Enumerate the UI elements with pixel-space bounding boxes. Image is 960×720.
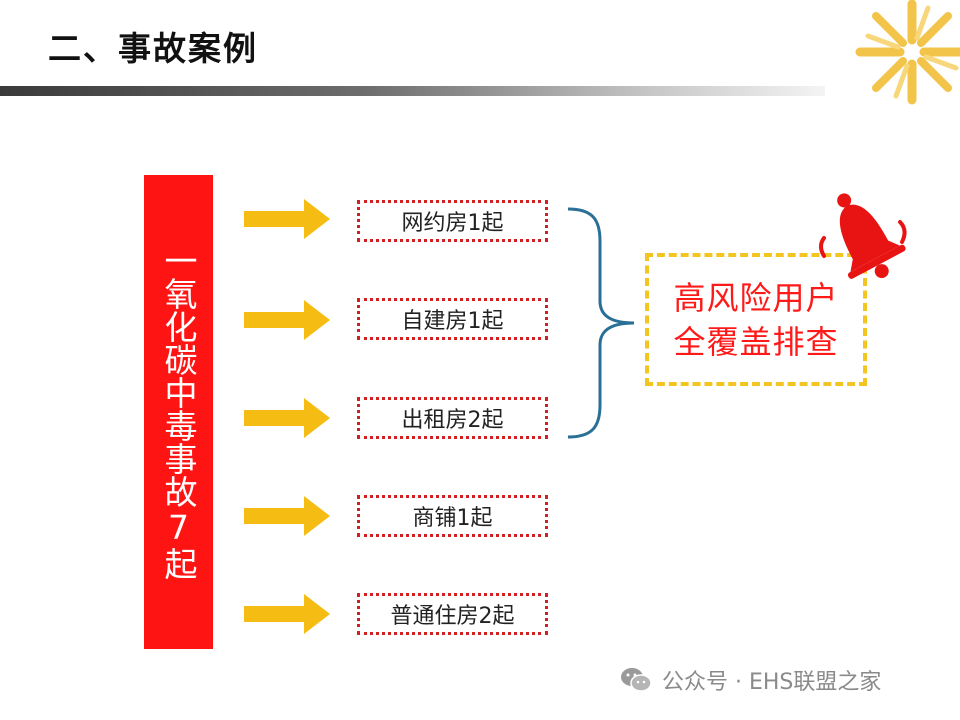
wechat-icon [621,668,652,692]
alarm-bell-icon [819,193,907,279]
result-line-2: 全覆盖排查 [673,322,839,361]
right-arrow-icon [244,199,330,239]
accident-summary-text: 一氧化碳中毒事故7起 [159,244,198,580]
right-arrow-icon [244,398,330,438]
watermark: 公众号 · EHS联盟之家 [620,664,881,696]
case-box-self-built-house: 自建房1起 [357,298,548,340]
accident-summary-bar: 一氧化碳中毒事故7起 [144,175,213,649]
right-arrow-icon [244,496,330,536]
case-box-ordinary-home: 普通住房2起 [357,593,548,635]
page-title: 二、事故案例 [48,29,258,68]
sunburst-logo-icon [855,0,960,105]
grouping-brace [567,207,635,439]
result-box: 高风险用户 全覆盖排查 [645,253,867,386]
right-arrow-icon [244,300,330,340]
case-box-shop: 商铺1起 [357,495,548,537]
right-arrow-icon [244,594,330,634]
case-box-online-rental: 网约房1起 [357,200,548,242]
result-line-1: 高风险用户 [673,278,839,317]
case-box-rental-house: 出租房2起 [357,397,548,439]
watermark-text: 公众号 · EHS联盟之家 [662,670,882,695]
header-divider [0,86,825,96]
